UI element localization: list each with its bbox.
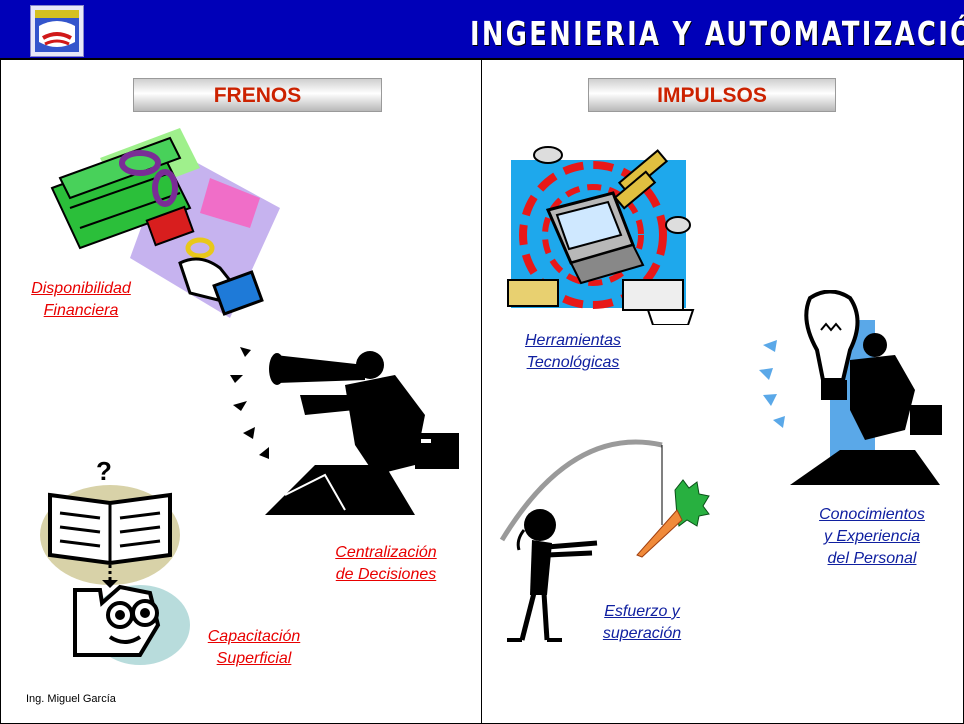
technology-cycle-icon — [507, 146, 695, 325]
impulsos-banner: IMPULSOS — [588, 78, 836, 112]
label-line: de Decisiones — [335, 566, 437, 583]
label-esfuerzo-superacion: Esfuerzo y superación — [592, 601, 692, 645]
slide-title: INGENIERIA Y AUTOMATIZACIÓN — [470, 14, 964, 53]
carrot-stick-icon — [499, 439, 710, 642]
label-line: Financiera — [43, 302, 119, 319]
label-conocimientos-experiencia: Conocimientos y Experiencia del Personal — [806, 504, 938, 570]
book-question-mark: ? — [96, 456, 112, 486]
label-disponibilidad-financiera: Disponibilidad Financiera — [22, 278, 140, 322]
label-line: Tecnológicas — [526, 354, 620, 371]
label-line: y Experiencia — [823, 528, 921, 545]
column-divider — [481, 60, 482, 724]
label-herramientas-tecnologicas: Herramientas Tecnológicas — [512, 330, 634, 374]
label-line: superación — [602, 625, 682, 642]
frenos-banner: FRENOS — [133, 78, 382, 112]
label-line: Disponibilidad — [31, 280, 131, 297]
label-line: del Personal — [827, 550, 917, 567]
label-line: Herramientas — [524, 332, 622, 349]
label-line: Centralización — [335, 544, 437, 561]
book-face-icon: ? — [40, 456, 190, 665]
label-centralizacion-decisiones: Centralización de Decisiones — [325, 542, 447, 586]
slide-header: INGENIERIA Y AUTOMATIZACIÓN — [0, 0, 964, 60]
label-line: Conocimientos — [819, 506, 925, 523]
money-chain-icon — [50, 128, 280, 318]
label-line: Esfuerzo y — [604, 603, 680, 620]
author-credit: Ing. Miguel García — [26, 693, 116, 705]
megaphone-man-icon — [230, 347, 459, 515]
label-line: Capacitación — [207, 628, 301, 645]
lightbulb-man-icon — [759, 290, 942, 485]
university-logo-icon — [30, 5, 84, 57]
label-capacitacion-superficial: Capacitación Superficial — [198, 626, 310, 670]
label-line: Superficial — [216, 650, 292, 667]
